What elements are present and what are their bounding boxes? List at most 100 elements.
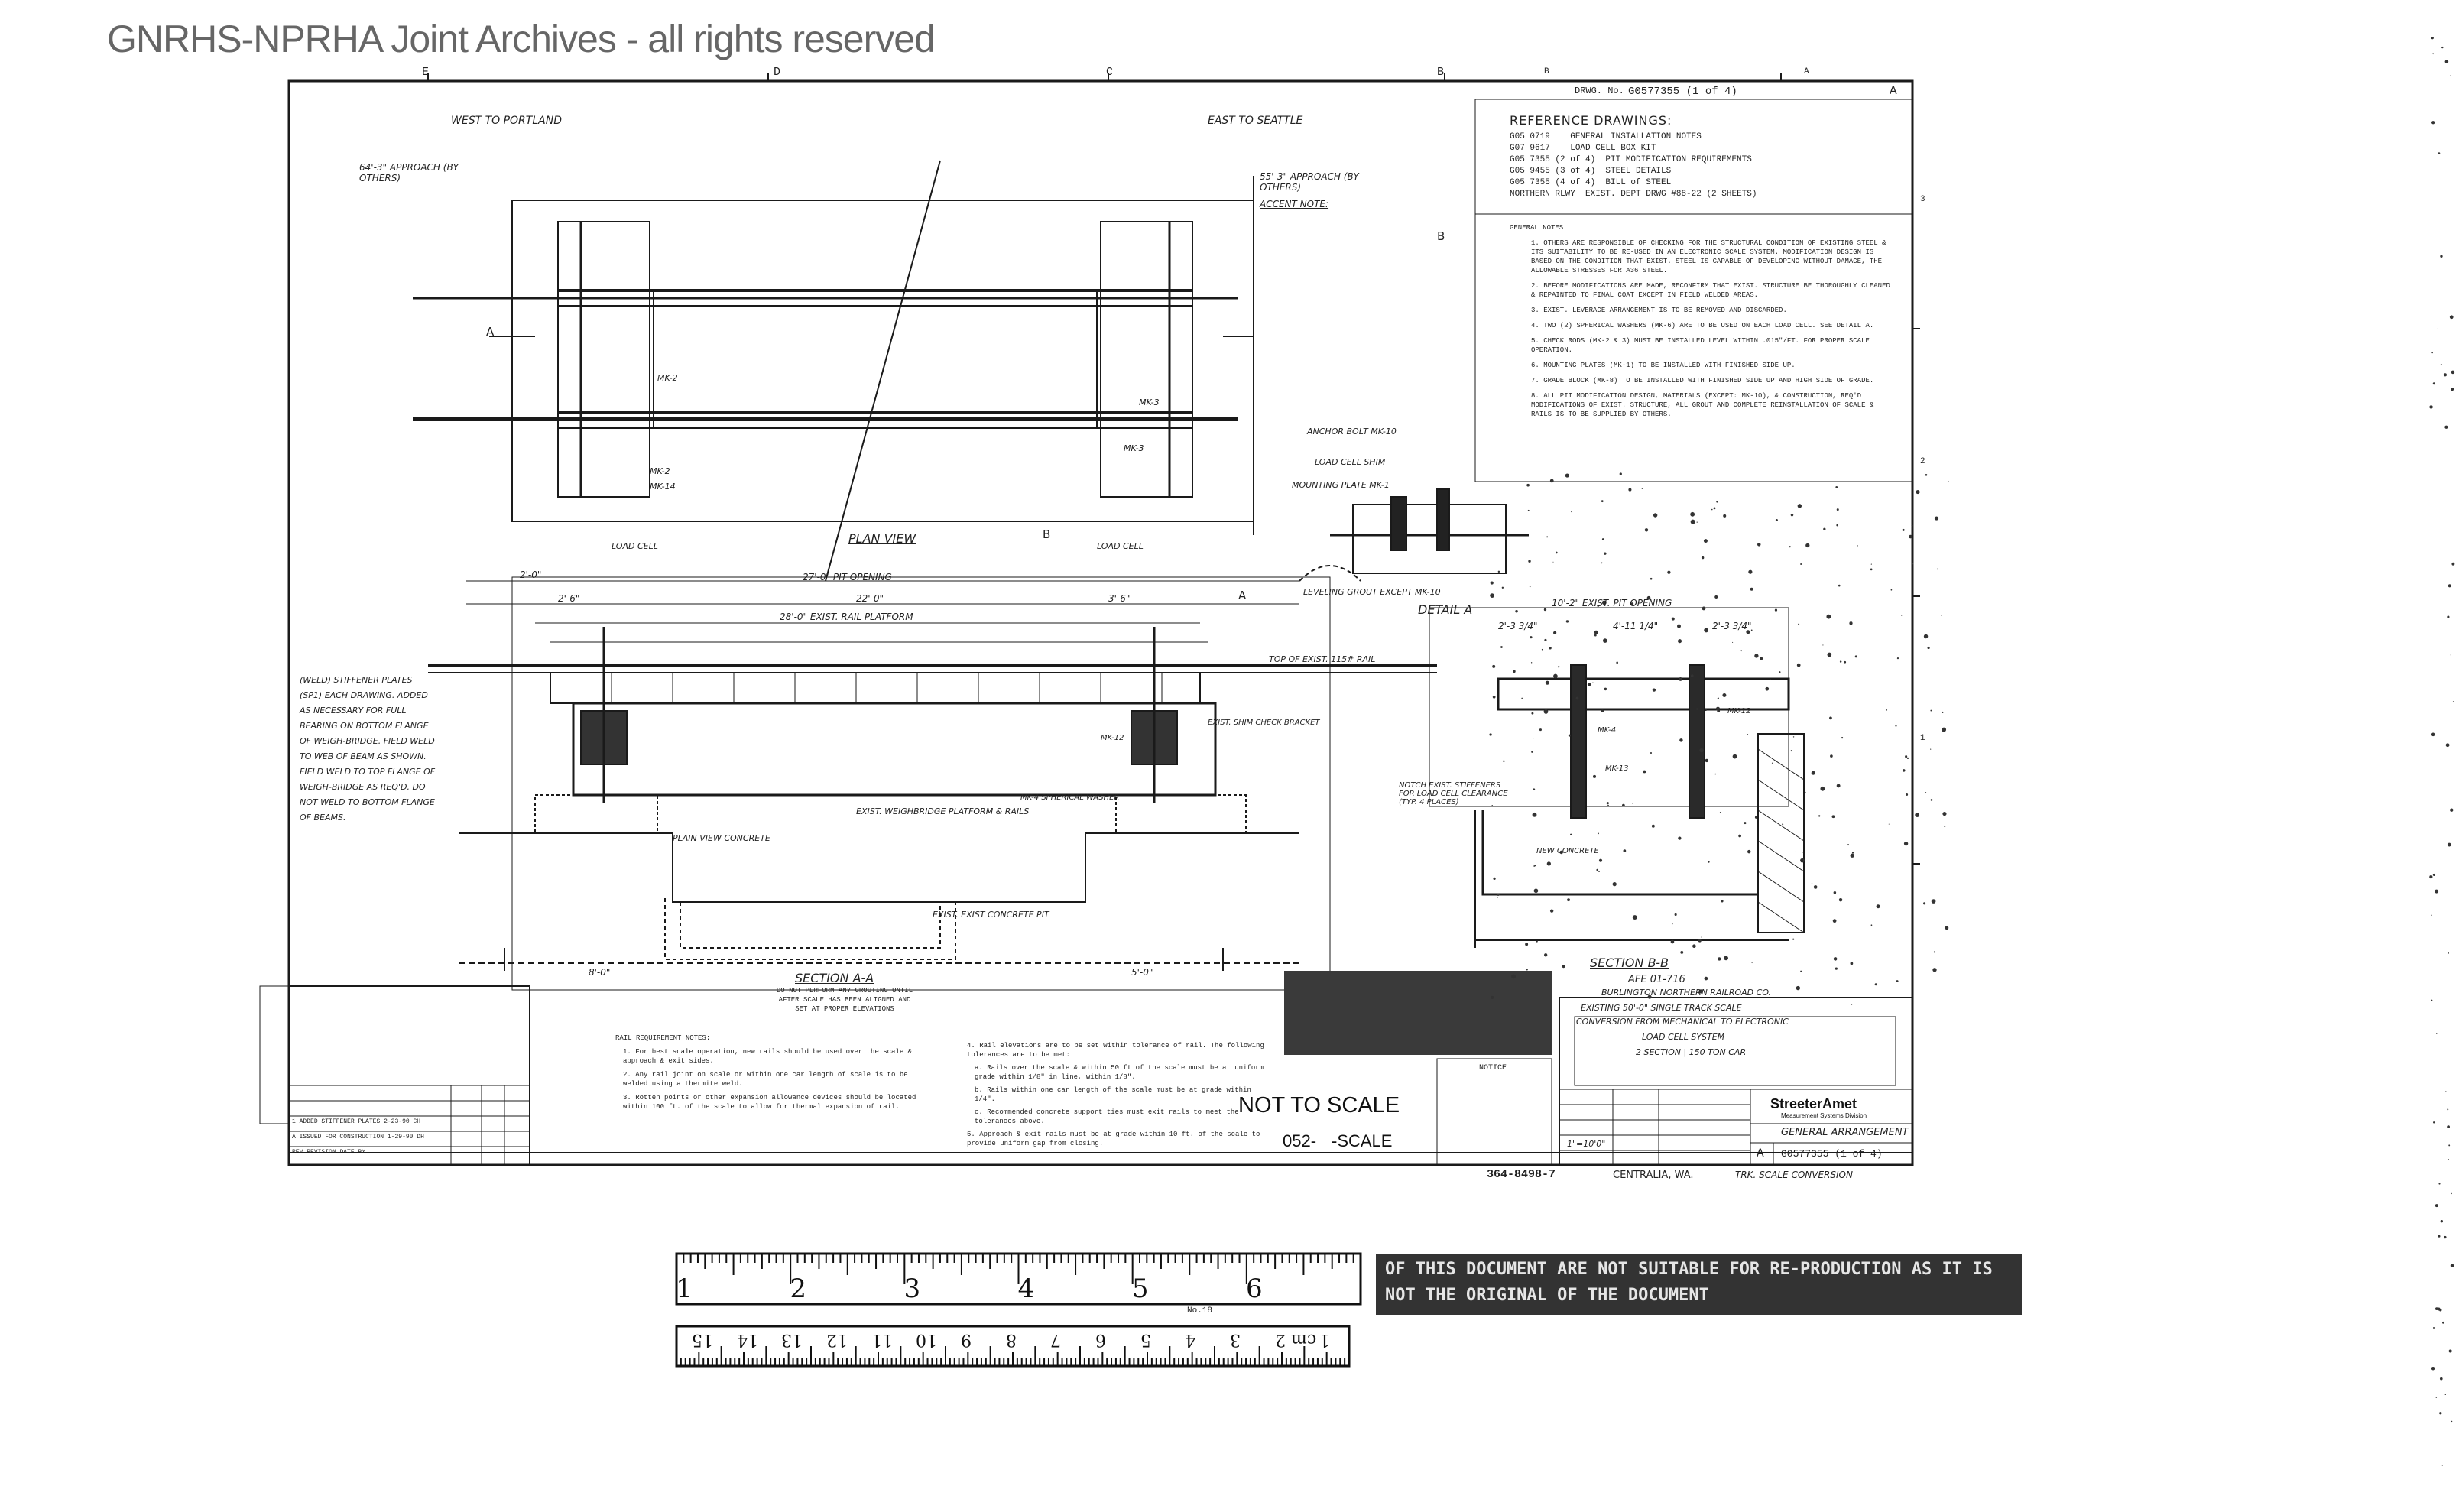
- scale-code-suffix: -SCALE: [1332, 1131, 1393, 1150]
- scan-noise-dot: [1489, 733, 1492, 736]
- scan-noise-dot: [1592, 682, 1594, 683]
- top-of-rail: TOP OF EXIST. 115# RAIL: [1269, 654, 1376, 664]
- general-note: 8. ALL PIT MODIFICATION DESIGN, MATERIAL…: [1531, 392, 1874, 418]
- scan-noise-dot: [1612, 882, 1617, 887]
- scan-noise-dot: [2432, 53, 2434, 55]
- scan-noise-dot: [1888, 823, 1890, 825]
- scan-noise-dot: [1944, 826, 1946, 828]
- scan-noise-dot: [1896, 657, 1899, 660]
- sheet-drawing-no: G0577355 (1 of 4): [1781, 1148, 1883, 1160]
- scan-noise-dot: [1497, 897, 1498, 898]
- scan-noise-dot: [1792, 736, 1795, 738]
- ruler-inch-label: 1: [676, 1274, 693, 1304]
- dim-label: 4'-11 1/4": [1613, 621, 1659, 631]
- scan-noise-dot: [1849, 621, 1853, 625]
- scan-noise-dot: [1622, 803, 1625, 807]
- scan-noise-dot: [1552, 561, 1554, 563]
- scan-noise-dot: [1539, 728, 1542, 732]
- scan-noise-dot: [2447, 1125, 2450, 1129]
- scan-noise-dot: [1847, 844, 1850, 846]
- scan-noise-dot: [1553, 631, 1557, 635]
- scan-noise-dot: [1934, 516, 1939, 521]
- detail-a-callout: LOAD CELL SHIM: [1315, 457, 1386, 467]
- section-bb-callout: NOTCH EXIST. STIFFENERS FOR LOAD CELL CL…: [1399, 781, 1508, 806]
- scan-noise-dot: [2440, 364, 2442, 365]
- scan-noise-dot: [1818, 815, 1821, 817]
- scan-noise-dot: [1754, 654, 1759, 658]
- scan-noise-dot: [2448, 952, 2449, 954]
- dim-label: 2'-0": [520, 569, 542, 580]
- detail-a-callout: LEVELING GROUT EXCEPT MK-10: [1303, 587, 1441, 597]
- scan-noise-dot: [1497, 570, 1500, 573]
- revision-table: 1 ADDED STIFFENER PLATES 2-23-90 CH A IS…: [292, 1118, 529, 1163]
- scan-noise-dot: [1533, 865, 1536, 867]
- scan-noise-dot: [1647, 994, 1652, 999]
- load-cell-left: LOAD CELL: [612, 541, 658, 551]
- scan-noise-dot: [2447, 1108, 2449, 1111]
- scan-noise-dot: [1652, 688, 1656, 692]
- scan-noise-dot: [2444, 425, 2448, 429]
- mark-label: MK-3: [1124, 443, 1144, 453]
- scan-noise-dot: [2439, 1377, 2443, 1381]
- ruler-cm-label: 14: [736, 1330, 758, 1349]
- scan-noise-dot: [1680, 950, 1684, 954]
- scan-noise-dot: [2448, 1349, 2452, 1353]
- scan-noise-dot: [1536, 940, 1538, 943]
- scan-noise-dot: [1497, 893, 1500, 896]
- ruler-cm-label: 9: [961, 1330, 972, 1349]
- revision-row: REV REVISION DATE BY: [292, 1149, 366, 1156]
- scan-noise-dot: [1771, 762, 1773, 764]
- ruler-inch-label: 6: [1246, 1274, 1263, 1304]
- scan-noise-dot: [1945, 926, 1949, 930]
- scan-noise-dot: [2432, 873, 2435, 876]
- scan-noise-dot: [1802, 852, 1804, 853]
- scan-noise-dot: [2451, 388, 2454, 391]
- scan-noise-dot: [1528, 560, 1531, 563]
- scan-noise-dot: [2431, 121, 2435, 125]
- scan-noise-dot: [1690, 519, 1695, 524]
- ruler-inch-label: 3: [903, 1274, 921, 1304]
- scan-noise-dot: [1602, 638, 1607, 643]
- scan-noise-dot: [2451, 1192, 2452, 1195]
- rail-notes-title: RAIL REQUIREMENT NOTES:: [615, 1034, 711, 1042]
- scan-noise-dot: [1931, 899, 1936, 904]
- revision-row: A ISSUED FOR CONSTRUCTION 1-29-90 DH: [292, 1134, 424, 1140]
- scan-noise-dot: [2432, 1121, 2435, 1124]
- scan-noise-dot: [1530, 662, 1533, 664]
- scan-noise-dot: [1493, 877, 1496, 881]
- scan-noise-dot: [1732, 641, 1734, 643]
- scan-noise-dot: [2438, 1183, 2441, 1185]
- reference-drawings-title: REFERENCE DRAWINGS:: [1510, 113, 1672, 128]
- scan-noise-dot: [1895, 725, 1897, 727]
- dim-label: 2'-6": [558, 593, 580, 604]
- scan-noise-dot: [1601, 709, 1604, 713]
- reference-drawings-list: G05 0719 GENERAL INSTALLATION NOTES G07 …: [1510, 131, 1757, 200]
- ruler-cm-label: 4: [1185, 1330, 1196, 1349]
- general-notes-title: GENERAL NOTES: [1510, 224, 1564, 232]
- title-line: EXISTING 50'-0" SINGLE TRACK SCALE: [1581, 1003, 1742, 1013]
- section-aa-callout: EXIST. WEIGHBRIDGE PLATFORM & RAILS: [856, 806, 1030, 816]
- scan-noise-dot: [1546, 861, 1551, 866]
- scan-noise-dot: [1546, 536, 1549, 538]
- scan-noise-dot: [2429, 405, 2433, 409]
- scan-noise-dot: [1570, 833, 1572, 836]
- general-note: 1. OTHERS ARE RESPONSIBLE OF CHECKING FO…: [1531, 239, 1886, 274]
- scan-noise-dot: [2451, 370, 2455, 375]
- scan-noise-dot: [2444, 1394, 2446, 1396]
- scan-noise-dot: [1800, 858, 1805, 863]
- east-direction: EAST TO SEATTLE: [1208, 115, 1303, 127]
- scan-noise-dot: [1601, 500, 1604, 503]
- scan-noise-dot: [1800, 970, 1802, 972]
- scan-noise-dot: [1699, 748, 1704, 753]
- ruler-cm-label: 10: [916, 1330, 938, 1349]
- scan-noise-dot: [1836, 508, 1839, 511]
- drawing-no-label: DRWG. No.: [1575, 86, 1624, 96]
- zone-number: 1: [1920, 734, 1925, 743]
- scan-noise-dot: [1851, 1004, 1853, 1005]
- scan-noise-dot: [2438, 152, 2441, 154]
- revision-row: 1 ADDED STIFFENER PLATES 2-23-90 CH: [292, 1118, 421, 1125]
- section-aa-callout: PLAIN VIEW CONCRETE: [673, 833, 770, 843]
- scan-noise-dot: [1644, 528, 1649, 532]
- scan-noise-dot: [2435, 889, 2439, 894]
- ruler-cm-label: 8: [1005, 1330, 1017, 1349]
